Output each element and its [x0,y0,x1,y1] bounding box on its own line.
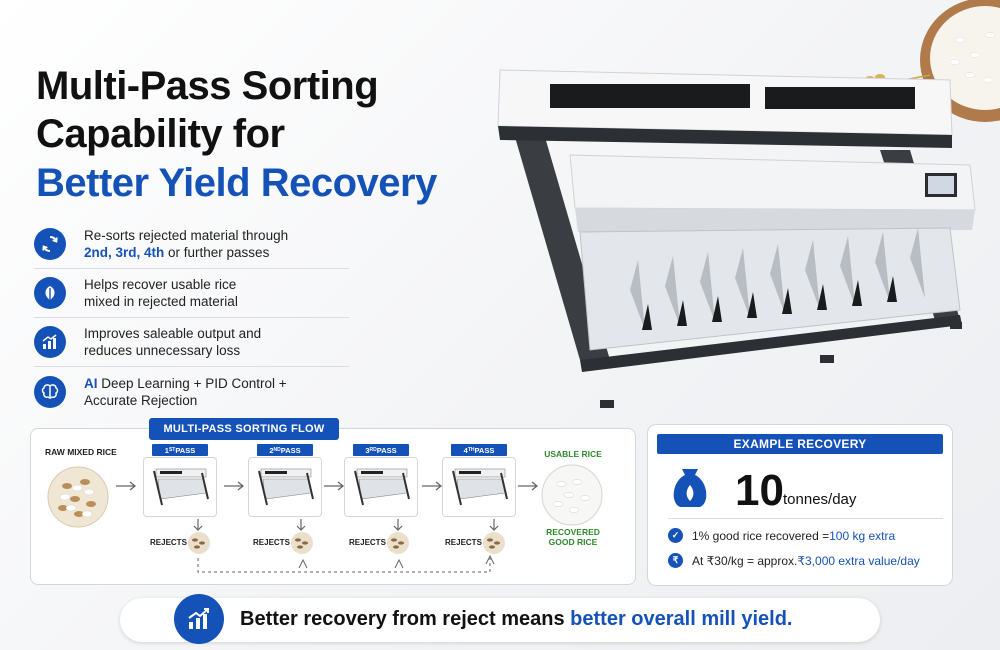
divider [668,518,943,519]
usable-rice-image [541,464,603,526]
feature-item-resort: Re-sorts rejected material through 2nd, … [34,220,349,269]
mini-sorter-icon [354,468,410,506]
bottom-banner [120,598,880,642]
rejects-pile-image [387,532,409,554]
flow-arrow-icon [224,481,245,491]
banner-text: Better recovery from reject means better… [240,608,793,630]
flow-arrow-icon [422,481,443,491]
feature-text: Re-sorts rejected material through 2nd, … [84,228,289,260]
leaf-icon [34,277,66,309]
mini-sorter-icon [258,468,314,506]
title-line-3: Better Yield Recovery [36,161,437,205]
recovery-unit: tonnes/day [783,491,857,508]
feature-text: AI Deep Learning + PID Control +Accurate… [84,375,287,408]
recovery-amount: 10 [735,466,784,515]
flow-heading: MULTI-PASS SORTING FLOW [149,418,339,440]
mini-sorter-icon [452,468,508,506]
rejects-pile-image [188,532,210,554]
feature-item-ai: AI Deep Learning + PID Control +Accurate… [34,367,349,416]
page-title: Multi-Pass Sorting Capability for Better… [36,62,506,208]
rejects-label: REJECTS [253,538,290,547]
recirculation-loop [197,554,495,573]
rejects-pile-image [483,532,505,554]
recovery-heading: EXAMPLE RECOVERY [657,434,943,454]
brain-icon [34,375,66,408]
mini-sorter-icon [153,468,209,506]
down-arrow-icon [296,519,306,531]
color-sorter-machine-image [497,69,976,408]
rejects-label: REJECTS [445,538,482,547]
rejects-label: REJECTS [349,538,386,547]
rice-sack-icon [673,469,707,507]
growth-chart-icon [34,326,66,358]
title-line-1: Multi-Pass Sorting [36,64,379,108]
growth-chart-icon [174,594,224,644]
raw-rice-image [47,466,109,528]
down-arrow-icon [193,519,203,531]
recovery-row-kg: ✓ 1% good rice recovered = 100 kg extra [668,528,895,543]
rejects-pile-image [291,532,313,554]
down-arrow-icon [393,519,403,531]
down-arrow-icon [489,519,499,531]
flow-arrow-icon [116,481,137,491]
recycle-icon [34,228,66,260]
flow-arrow-icon [518,481,539,491]
title-line-2: Capability for [36,112,285,156]
feature-list: Re-sorts rejected material through 2nd, … [34,220,349,416]
check-icon: ✓ [668,528,683,543]
usable-rice-label: USABLE RICE [544,449,602,459]
rejects-label: REJECTS [150,538,187,547]
recovery-row-value: ₹ At ₹30/kg = approx. ₹3,000 extra value… [668,553,920,568]
flow-arrow-icon [324,481,345,491]
raw-rice-label: RAW MIXED RICE [45,447,117,457]
rupee-icon: ₹ [668,553,683,568]
